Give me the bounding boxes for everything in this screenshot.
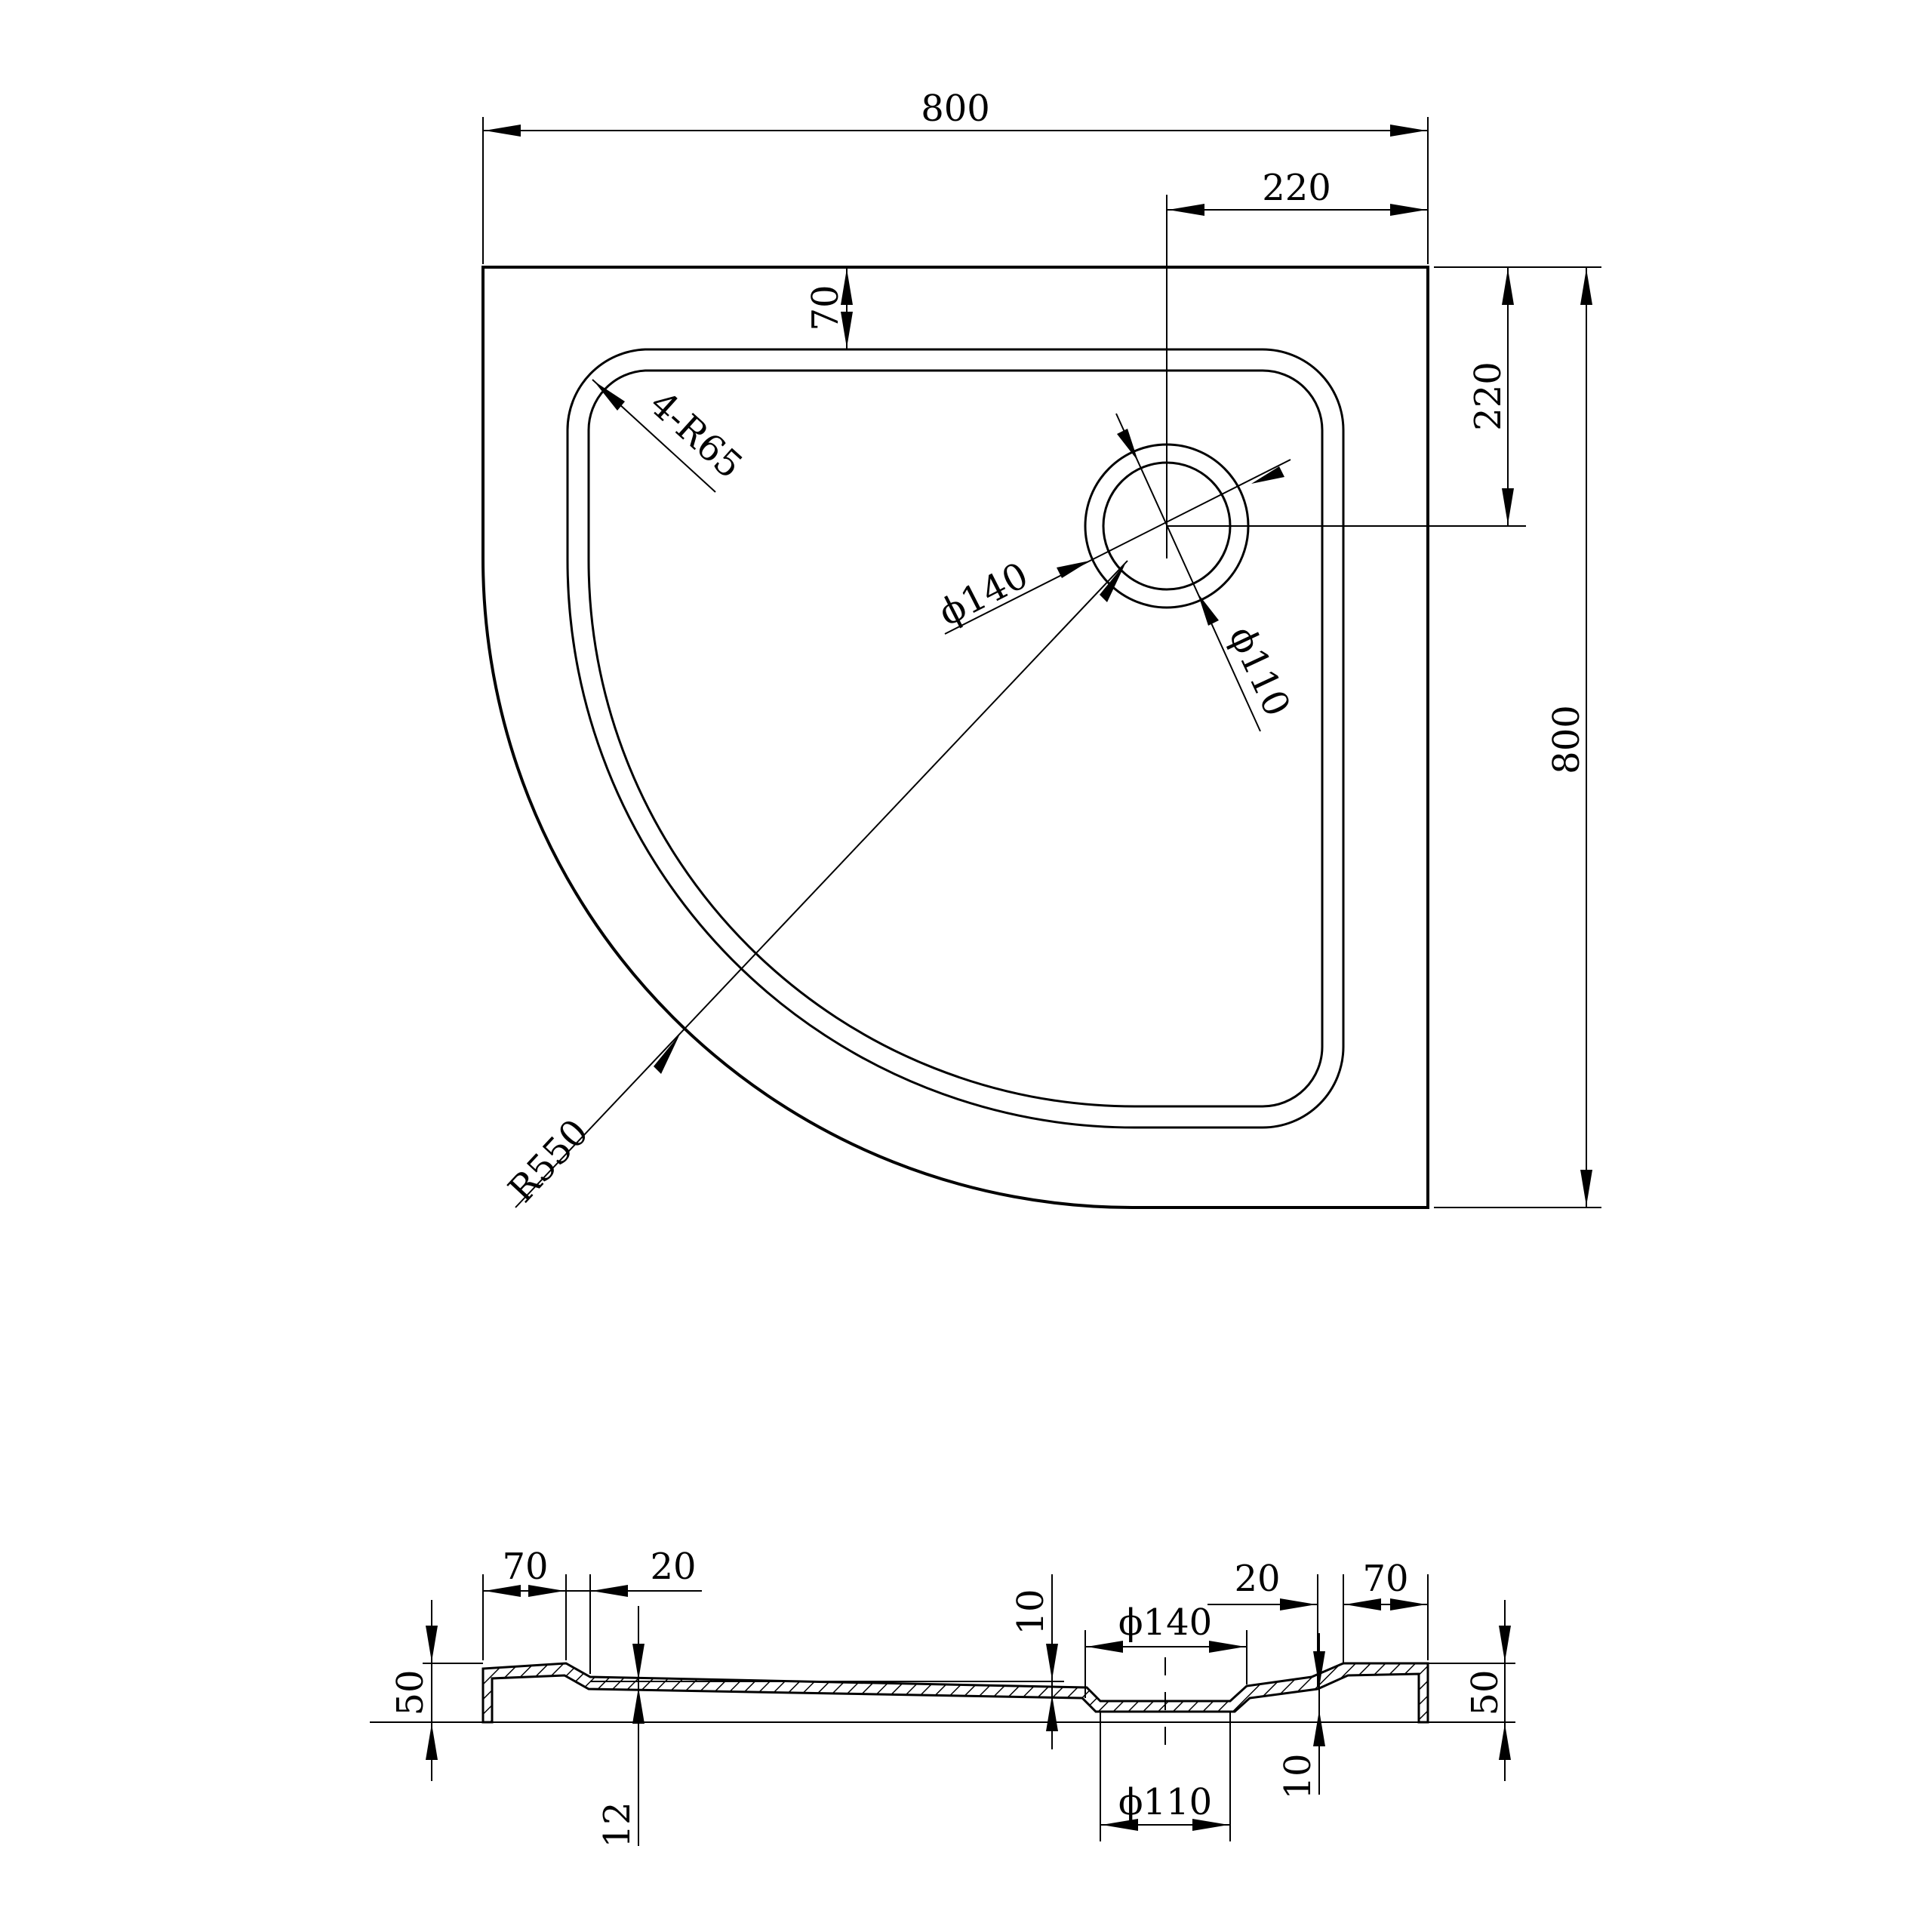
dim-section-right-rim: 70 <box>1362 1558 1408 1600</box>
arrow-height-right-top <box>1499 1626 1511 1662</box>
arrow-drain-x-left <box>1168 204 1204 216</box>
dim-section-fall-left: 10 <box>1010 1589 1052 1635</box>
arrow-section-drain-inner-left <box>1102 1819 1138 1831</box>
arrow-left-rim-left <box>485 1585 521 1597</box>
arrow-section-drain-outer-left <box>1087 1641 1123 1653</box>
section-view: 70 20 ϕ140 ϕ110 20 70 <box>370 1546 1515 1848</box>
dim-section-left-rim: 70 <box>502 1546 548 1588</box>
dim-section-height-right: 50 <box>1464 1669 1506 1715</box>
arrow-drain-inner-dia-bottom <box>1198 593 1219 626</box>
tray-section-profile <box>481 1662 1429 1724</box>
arrow-drain-y-bottom <box>1502 488 1514 525</box>
arrow-fall-right-top <box>1313 1651 1325 1687</box>
dim-section-height-left: 50 <box>389 1669 432 1715</box>
arrow-drain-outer-dia-right <box>1251 466 1284 484</box>
arrow-right-rim-right <box>1390 1598 1426 1611</box>
dim-rim-width: 70 <box>804 285 847 331</box>
arrow-drain-outer-dia-left <box>1057 561 1090 578</box>
arrow-floor-thickness-bottom <box>632 1687 645 1724</box>
arrow-depth-top <box>1580 269 1592 305</box>
arrow-arc-radius-inner <box>1100 562 1126 602</box>
dim-drain-offset-x: 220 <box>1262 167 1331 209</box>
arrow-section-drain-inner-right <box>1192 1819 1229 1831</box>
dim-section-left-slope: 20 <box>650 1546 696 1588</box>
dim-corner-radius: 4-R65 <box>641 383 750 487</box>
arrow-drain-x-right <box>1390 204 1426 216</box>
dim-drain-offset-y: 220 <box>1467 361 1509 431</box>
basin-outer-rim <box>566 348 1345 1129</box>
arrow-depth-bottom <box>1580 1170 1592 1206</box>
dim-section-right-slope: 20 <box>1234 1558 1280 1600</box>
arrow-width-left <box>485 125 521 137</box>
arrow-left-slope <box>592 1585 628 1597</box>
arrow-floor-thickness-top <box>632 1644 645 1680</box>
dim-section-drain-inner-dia: ϕ110 <box>1118 1781 1212 1823</box>
dim-drain-outer-dia: ϕ140 <box>932 554 1035 634</box>
arrow-height-right-bottom <box>1499 1724 1511 1760</box>
arrow-fall-left-bottom <box>1046 1695 1058 1731</box>
arrow-right-rim-left <box>1345 1598 1381 1611</box>
arrow-fall-left-top <box>1046 1644 1058 1680</box>
basin-inner-edge <box>587 369 1324 1108</box>
arrow-fall-right-bottom <box>1313 1710 1325 1746</box>
arrow-right-slope <box>1280 1598 1316 1611</box>
dim-arc-radius: R550 <box>500 1112 597 1211</box>
arrow-height-left-top <box>426 1626 438 1662</box>
leader-drain-inner-dia <box>1115 413 1261 732</box>
arrow-rim-bottom <box>841 312 853 348</box>
dim-overall-width: 800 <box>921 88 990 130</box>
leader-arc-radius <box>515 560 1128 1208</box>
dim-section-drain-outer-dia: ϕ140 <box>1118 1601 1212 1644</box>
arrow-left-rim-right <box>528 1585 565 1597</box>
leader-drain-outer-dia <box>944 459 1291 635</box>
dim-section-floor-thickness: 12 <box>596 1801 638 1847</box>
arrow-width-right <box>1390 125 1426 137</box>
plan-view: 800 220 800 220 70 4-R65 R550 <box>481 88 1601 1211</box>
arrow-drain-y-top <box>1502 269 1514 305</box>
arrow-drain-inner-dia-top <box>1117 429 1138 461</box>
dim-drain-inner-dia: ϕ110 <box>1220 620 1298 722</box>
arrow-arc-radius-outer <box>654 1034 680 1074</box>
arrow-height-left-bottom <box>426 1724 438 1760</box>
arrow-corner-radius <box>594 381 625 411</box>
dim-section-fall-right: 10 <box>1277 1753 1319 1799</box>
tray-outline <box>481 266 1429 1209</box>
arrow-rim-top <box>841 269 853 305</box>
arrow-section-drain-outer-right <box>1209 1641 1245 1653</box>
dim-overall-depth: 800 <box>1546 705 1588 774</box>
